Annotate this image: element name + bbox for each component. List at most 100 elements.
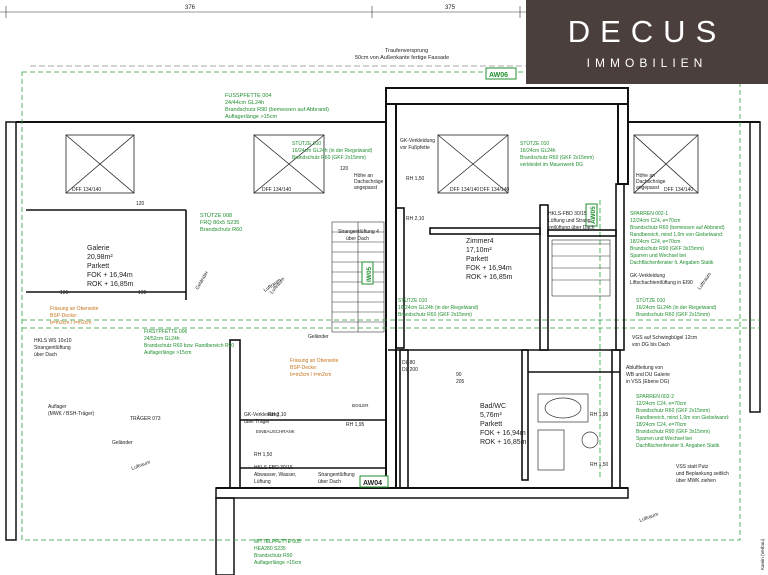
stuetze-010-a-title: STÜTZE 010 xyxy=(292,140,321,147)
fraesung-left-2: BSP-Decke: xyxy=(50,313,77,319)
dff-right-2: DFF 134/140 xyxy=(664,187,693,193)
vgs-1: VGS auf Schwingbügel 12cm xyxy=(632,335,697,341)
hkls-right-line-1: Lüftung und Strang xyxy=(548,218,591,224)
vgs-2: von DG bis Dach xyxy=(632,342,670,348)
stairs xyxy=(331,221,611,333)
fraesung-center-3: b=m3cm / t=m2cm xyxy=(290,372,331,378)
sparren-1-title: SPARREN 002-1 xyxy=(630,211,668,217)
stuetze-008-line-2: Brandschutz R60 xyxy=(200,227,242,233)
traufe-label-2: 50cm von Außenkante fertige Fassade xyxy=(355,55,449,61)
rh-150-center: RH 1,50 xyxy=(254,452,273,458)
dff-right-1: DFF 134/140 xyxy=(480,187,509,193)
fusspfette-title: FUSSPFETTE 004 xyxy=(225,93,271,99)
vss-1: VSS statt Putz xyxy=(676,464,709,470)
rh-195-center: RH 1,95 xyxy=(346,422,365,428)
auflager-2: (MWK / BSH-Träger) xyxy=(48,411,95,417)
outer-walls xyxy=(5,87,761,575)
bad-name: Bad/WC xyxy=(480,403,506,410)
strang-center-1: Strangentlüftung xyxy=(318,472,355,478)
stuetze-010-b-line-1: 16/24cm GL24h xyxy=(520,148,556,154)
sparren-1-line-2: Brandschutz R60 (bemessen auf Abbrand) xyxy=(630,225,725,231)
gk-verkleidung-1: GK-Verkleidung xyxy=(400,138,435,144)
rh-150-top: RH 1,50 xyxy=(406,176,425,182)
hoehe-right-2: Dachschräge xyxy=(636,179,666,185)
zimmer-rok: ROK + 16,85m xyxy=(466,274,513,281)
sparren-2-line-2: Brandschutz R60 (GKF 2x15mm) xyxy=(636,408,710,414)
hoehe-right-3: angepasst xyxy=(636,185,660,191)
bad-area: 5,76m² xyxy=(480,412,502,419)
rh-195-right: RH 1,95 xyxy=(590,412,609,418)
hkls-right-line-2: entlüftung über Dach xyxy=(548,225,595,231)
rh-150-right: RH 1,50 xyxy=(590,462,609,468)
strang-2: über Dach xyxy=(346,236,369,242)
gk-right-1: GK-Verkleidung xyxy=(630,273,665,279)
sparren-2-line-5: Brandschutz R90 (GKF 3x15mm) xyxy=(636,429,710,435)
dff-label-1: DFF 134/140 xyxy=(72,187,101,193)
stuetze-010-b-line-3: verkleidet im Mauerwerk DG xyxy=(520,162,583,168)
bad-rok: ROK + 16,85m xyxy=(480,439,527,446)
fraesung-left-1: Fräsung an Oberseite xyxy=(50,306,99,312)
auflager-1: Auflager xyxy=(48,404,67,410)
top-dimension-chain xyxy=(0,6,526,18)
galerie-fok: FOK + 16,94m xyxy=(87,272,133,279)
strang-center-2: über Dach xyxy=(318,479,341,485)
stuetze-010-right-line-2: Brandschutz R60 (GKF 2x15mm) xyxy=(636,312,710,318)
fraesung-center-1: Fräsung an Oberseite xyxy=(290,358,339,364)
firstpfette-line-3: Auflagerlänge >15cm xyxy=(144,350,191,356)
gk-verkleidung-2: vor Fußpfette xyxy=(400,145,430,151)
sparren-1-line-3: Randbereich, mind 1,0m von Giebelwand: xyxy=(630,232,723,238)
roof-windows xyxy=(65,134,699,194)
hkls-fbd-center: HKLS-FBD 30/15 xyxy=(254,465,293,471)
mittelpfette-title: MITTELPFETTE 005 xyxy=(254,539,301,545)
rh-210-top: RH 2,10 xyxy=(406,216,425,222)
galerie-area: 20,98m² xyxy=(87,254,113,261)
firstpfette-line-1: 24/52cm GL24h xyxy=(144,336,180,342)
fusspfette-line-1: 24/44cm GL24h xyxy=(225,100,264,106)
hkls-ws-1: HKLS WS 10x10 xyxy=(34,338,72,344)
bath-fixtures xyxy=(537,393,599,471)
dim-90: 90 xyxy=(456,372,462,378)
sparren-2-title: SPARREN 002-2 xyxy=(636,394,674,400)
stuetze-010-right-line-1: 16/24cm GL24h (in der Riegelwand) xyxy=(636,305,717,311)
sparren-2-line-7: Dachflächenfenster lt. Angaben Statik xyxy=(636,443,720,449)
stuetze-010-mid-line-1: 16/24cm GL24h (in der Riegelwand) xyxy=(398,305,479,311)
left-gelaender-2: Geländer xyxy=(112,440,133,446)
firstpfette-line-2: Brandschutz R60 bzw. Randbereich R90 xyxy=(144,343,234,349)
kamin-label: Kamin (Verbau) xyxy=(760,538,765,570)
zimmer-floor: Parkett xyxy=(466,256,488,263)
bad-fok: FOK + 16,94m xyxy=(480,430,526,437)
fraesung-center-2: BSP-Decke: xyxy=(290,365,317,371)
logo-brand: DECUS xyxy=(567,14,727,49)
left-luftraum-2: Luftraum xyxy=(131,459,152,471)
dim-top-mid: 375 xyxy=(445,5,456,11)
dim-192: 192 xyxy=(138,290,147,296)
stuetze-010-b-line-2: Brandschutz R60 (GKF 2x15mm) xyxy=(520,155,594,161)
sparren-1-line-5: Brandschutz R90 (GKF 3x15mm) xyxy=(630,246,704,252)
sparren-1-line-7: Dachflächenfenster lt. Angaben Statik xyxy=(630,260,714,266)
mittelpfette-line-1: HEA280 S235 xyxy=(254,546,286,552)
green-dashed-outline xyxy=(21,71,760,541)
galerie-rok: ROK + 16,85m xyxy=(87,281,134,288)
stuetze-010-mid-line-2: Brandschutz R60 (GKF 2x15mm) xyxy=(398,312,472,318)
stuetze-010-b-title: STÜTZE 010 xyxy=(520,140,549,147)
hoehe-1: Höhe an xyxy=(354,173,373,179)
traeger-073: TRÄGER 073 xyxy=(130,415,161,422)
right-luftraum: Luftraum xyxy=(697,272,713,292)
dff-label-2: DFF 134/140 xyxy=(262,187,291,193)
hkls-right-title: HKLS-FBD 30/15 xyxy=(548,211,587,217)
sparren-1-line-4: 18/24cm C24, e=70cm xyxy=(630,239,680,245)
hoehe-3: angepasst xyxy=(354,185,378,191)
tag-iw05: IW05 xyxy=(366,266,373,282)
hkls-ws-3: über Dach xyxy=(34,352,57,358)
gk-right-2: Liftschachtentlüftung in EI90 xyxy=(630,280,693,286)
logo-subtitle: IMMOBILIEN xyxy=(586,56,708,70)
galerie-floor: Parkett xyxy=(87,263,109,270)
decus-logo: DECUS IMMOBILIEN xyxy=(526,0,768,84)
sparren-2-line-3: Randbereich, mind 1,0m von Giebelwand: xyxy=(636,415,729,421)
center-gelaender: Geländer xyxy=(308,334,329,340)
abluft-3: in VSS (Ebene DG) xyxy=(626,379,670,385)
fusspfette-line-2: Brandschutz R90 (bemessen auf Abbrand) xyxy=(225,107,329,113)
stuetze-008-title: STÜTZE 008 xyxy=(200,212,232,219)
strang-1: Strangentlüftung 4 xyxy=(338,229,379,235)
